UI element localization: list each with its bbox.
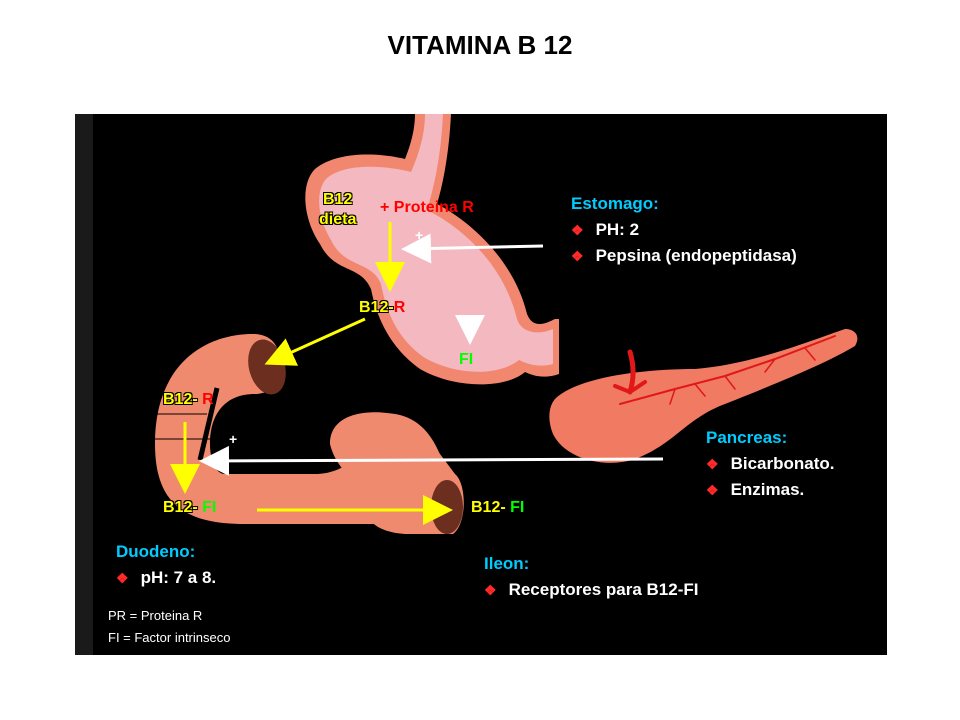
bullet-icon: ❖ bbox=[571, 248, 584, 264]
bullet-icon: ❖ bbox=[706, 456, 719, 472]
label-b12-fi-ileum: B12- FI bbox=[471, 499, 525, 516]
slide-title: VITAMINA B 12 bbox=[387, 30, 573, 60]
label-dieta: dieta bbox=[319, 211, 357, 228]
ileon-heading: Ileon: bbox=[484, 554, 530, 573]
label-plus-proteina-r: + Proteina R bbox=[380, 199, 474, 216]
legend-pr: PR = Proteina R bbox=[108, 608, 203, 623]
bullet-icon: ❖ bbox=[706, 482, 719, 498]
duodenum-shape bbox=[153, 334, 405, 524]
panel-edge bbox=[75, 114, 93, 655]
ileon-item: ❖Receptores para B12-FI bbox=[484, 580, 699, 599]
bullet-icon: ❖ bbox=[571, 222, 584, 238]
pancreas-heading: Pancreas: bbox=[706, 428, 788, 447]
pancreas-vessels bbox=[613, 335, 836, 405]
ileum-lumen bbox=[431, 480, 463, 534]
yellow-arrows bbox=[170, 222, 453, 525]
bullet-icon: ❖ bbox=[484, 582, 497, 598]
label-b12-fi-duodenum: B12- FI bbox=[163, 499, 217, 516]
anatomy-illustration bbox=[75, 114, 858, 655]
duodeno-item: ❖pH: 7 a 8. bbox=[116, 568, 217, 587]
label-fi-stomach: FI bbox=[459, 351, 474, 368]
diagram-panel: B12 dieta + Proteina R + B12-R FI B12- R… bbox=[75, 114, 887, 655]
pancreas-item: ❖Enzimas. bbox=[706, 480, 805, 499]
legend-fi: FI = Factor intrinseco bbox=[108, 630, 231, 645]
label-b12: B12 bbox=[323, 191, 353, 208]
label-plus-stomach: + bbox=[415, 227, 424, 243]
duodeno-heading: Duodeno: bbox=[116, 542, 196, 561]
pancreas-item: ❖Bicarbonato. bbox=[706, 454, 835, 473]
estomago-heading: Estomago: bbox=[571, 194, 659, 213]
label-plus-duodenum: + bbox=[229, 431, 238, 447]
label-b12-r-duodenum: B12- R bbox=[163, 391, 214, 408]
label-b12-r-stomach: B12-R bbox=[359, 299, 406, 316]
estomago-item: ❖PH: 2 bbox=[571, 220, 640, 239]
estomago-item: ❖Pepsina (endopeptidasa) bbox=[571, 246, 797, 265]
pancreas-shape bbox=[549, 329, 858, 463]
bullet-icon: ❖ bbox=[116, 570, 129, 586]
white-arrows bbox=[199, 233, 664, 476]
